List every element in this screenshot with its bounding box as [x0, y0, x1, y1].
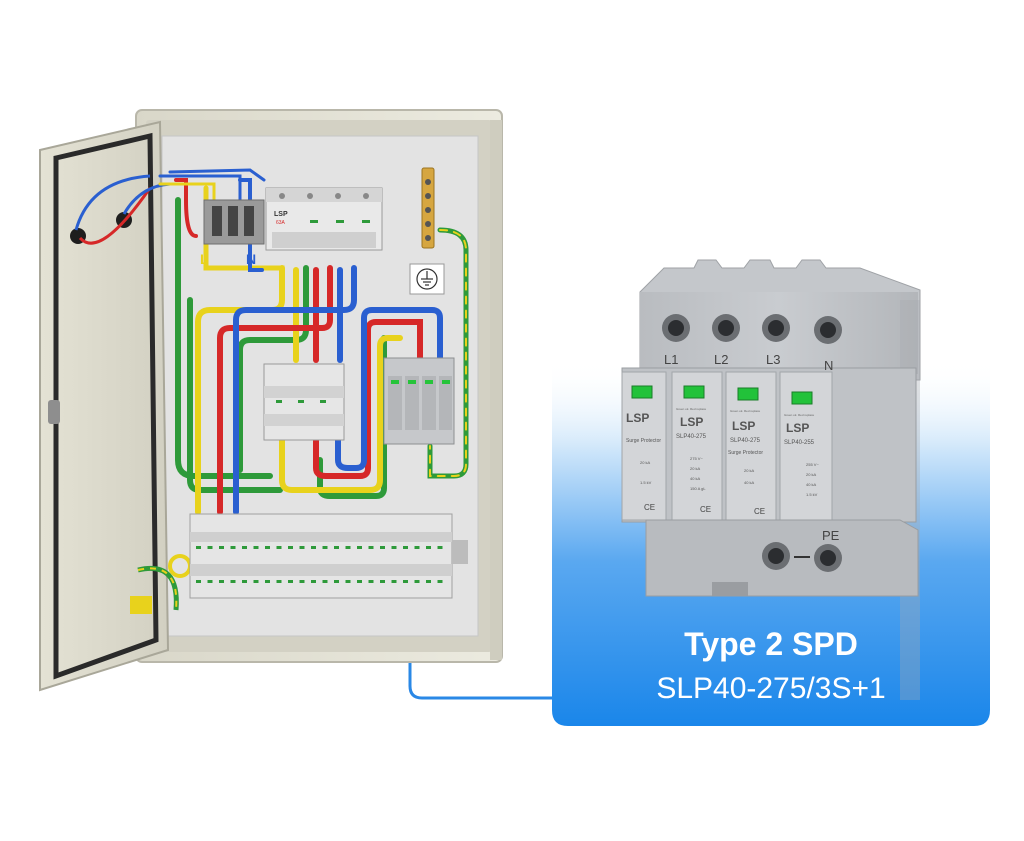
- breaker-indicator: [426, 546, 431, 549]
- ce-mark: CE: [754, 507, 765, 516]
- breaker-indicator: [299, 580, 305, 583]
- breaker-indicator: [345, 546, 351, 549]
- breaker-indicator: [207, 546, 213, 549]
- main-breaker: [265, 187, 383, 251]
- module-brand: LSP: [732, 419, 755, 433]
- module-status: Green ok. Red replace: [676, 407, 707, 411]
- spd-label-l2: L2: [714, 352, 728, 367]
- earth-bar: [421, 167, 435, 249]
- module-brand: LSP: [680, 415, 703, 429]
- module-brand: LSP: [786, 421, 809, 435]
- breaker-indicator: [380, 546, 385, 549]
- breaker-indicator: [219, 546, 224, 549]
- module-spec: 20 kA: [640, 460, 651, 465]
- module-spec: 20 kA: [744, 468, 755, 473]
- breaker-indicator: [196, 580, 201, 583]
- module-product: Surge Protector: [626, 438, 661, 444]
- spd-label-pe: PE: [822, 528, 840, 543]
- breaker-indicator: [437, 580, 443, 583]
- module-spec: 20 kA: [806, 472, 817, 477]
- breaker-indicator: [207, 580, 213, 583]
- module-spec: 1.5 kV: [640, 480, 652, 485]
- cabinet-spd: [383, 357, 455, 445]
- breaker-indicator: [368, 546, 374, 549]
- breaker-indicator: [299, 546, 305, 549]
- terminal-label-n: N: [246, 251, 256, 267]
- breaker-indicator: [322, 546, 328, 549]
- breaker-indicator: [357, 580, 362, 583]
- module-status: Green ok. Red replace: [784, 413, 815, 417]
- module-spec: 1.5 kV: [806, 492, 818, 497]
- breaker-indicator: [311, 546, 316, 549]
- spd-product-image: [621, 259, 921, 700]
- breaker-indicator: [437, 546, 443, 549]
- breaker-indicator: [426, 580, 431, 583]
- module-spec: 40 kA: [806, 482, 817, 487]
- module-product: Surge Protector: [728, 450, 763, 456]
- breaker-indicator: [253, 546, 259, 549]
- module-spec: 20 kA: [690, 466, 701, 471]
- breaker-indicator: [391, 546, 397, 549]
- breaker-indicators: [196, 546, 443, 583]
- breaker-indicator: [253, 580, 259, 583]
- ce-mark: CE: [700, 505, 711, 514]
- earth-symbol-icon: [409, 263, 445, 295]
- module-brand: LSP: [626, 411, 649, 425]
- spd-label-l3: L3: [766, 352, 780, 367]
- breaker-indicator: [380, 580, 385, 583]
- callout-title: Type 2 SPD: [684, 626, 858, 662]
- breaker-indicator: [288, 546, 293, 549]
- breaker-indicator: [265, 580, 270, 583]
- breaker-indicator: [345, 580, 351, 583]
- breaker-indicator: [368, 580, 374, 583]
- breaker-indicator: [403, 580, 408, 583]
- breaker-indicator: [230, 546, 236, 549]
- incoming-terminals: [203, 199, 265, 245]
- spd-label-l1: L1: [664, 352, 678, 367]
- spd-module-1: LSP Surge Protector 20 kA 1.5 kV CE: [626, 411, 661, 512]
- breaker-indicator: [414, 546, 420, 549]
- breaker-indicator: [391, 580, 397, 583]
- terminal-label-l: L: [200, 251, 209, 267]
- ce-mark: CE: [644, 503, 655, 512]
- module-model: SLP40-275: [730, 438, 761, 444]
- breaker-indicator: [242, 546, 247, 549]
- breaker-indicator: [403, 546, 408, 549]
- spd-module-3: Green ok. Red replace LSP SLP40-275 Surg…: [728, 409, 765, 516]
- module-status: Green ok. Red replace: [730, 409, 761, 413]
- breaker-indicator: [334, 546, 339, 549]
- breaker-indicator: [242, 580, 247, 583]
- spd-module-2: Green ok. Red replace LSP SLP40-275 275 …: [676, 407, 711, 514]
- distribution-breakers: [189, 513, 468, 599]
- cabinet-wiring: [158, 168, 469, 515]
- breaker-indicator: [230, 580, 236, 583]
- breaker-indicator: [196, 546, 201, 549]
- module-spec: 40 kA: [744, 480, 755, 485]
- breaker-indicator: [265, 546, 270, 549]
- breaker-indicator: [414, 580, 420, 583]
- spd-label-n: N: [824, 358, 833, 373]
- breaker-indicator: [334, 580, 339, 583]
- module-spec: 255 V~: [806, 462, 819, 467]
- breaker-indicator: [311, 580, 316, 583]
- mid-breakers: [263, 363, 345, 441]
- callout-model: SLP40-275/3S+1: [656, 672, 886, 705]
- module-model: SLP40-275: [676, 434, 707, 440]
- breaker-indicator: [276, 546, 282, 549]
- spd-module-n: Green ok. Red replace LSP SLP40-255 255 …: [784, 413, 819, 497]
- breaker-indicator: [288, 580, 293, 583]
- breaker-indicator: [357, 546, 362, 549]
- module-model: SLP40-255: [784, 440, 815, 446]
- module-spec: 150 A gL: [690, 486, 706, 491]
- breaker-indicator: [322, 580, 328, 583]
- module-spec: 40 kA: [690, 476, 701, 481]
- main-breaker-brand: LSP: [274, 211, 288, 218]
- breaker-indicator: [219, 580, 224, 583]
- module-spec: 275 V~: [690, 456, 703, 461]
- breaker-indicator: [276, 580, 282, 583]
- main-breaker-rating: 63A: [276, 220, 286, 226]
